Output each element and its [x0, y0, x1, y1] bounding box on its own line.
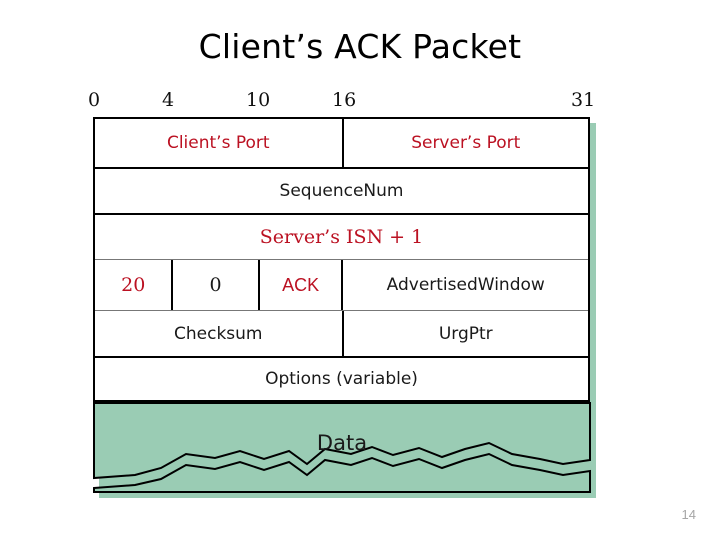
packet-field-server-s-isn-1: Server’s ISN + 1: [259, 226, 424, 248]
bit-ruler-tick-16: 16: [332, 89, 357, 111]
sequencenum-row: SequenceNum: [95, 167, 588, 213]
server-isn-row: Server’s ISN + 1: [95, 213, 588, 259]
packet-data-section: Data: [93, 402, 596, 493]
bit-ruler: 0 4 10 16 31: [84, 88, 604, 114]
bit-ruler-tick-0: 0: [88, 89, 101, 111]
bit-ruler-tick-10: 10: [246, 89, 271, 111]
packet-field-0: 0: [171, 260, 257, 310]
packet-field-advertisedwindow: AdvertisedWindow: [341, 260, 588, 310]
packet-field-checksum: Checksum: [174, 323, 263, 344]
packet-field-ack: ACK: [257, 260, 342, 310]
bit-ruler-tick-31: 31: [571, 89, 596, 111]
bit-ruler-tick-4: 4: [162, 89, 175, 111]
packet-field-options-variable: Options (variable): [265, 369, 418, 389]
packet-field-server-s-port: Server’s Port: [341, 119, 589, 167]
ports-row: Client’s Port Server’s Port: [95, 119, 588, 167]
data-upper-block: [93, 402, 591, 480]
data-label: Data: [317, 431, 367, 455]
packet-field-sequencenum: SequenceNum: [279, 181, 404, 201]
page-number: 14: [681, 507, 696, 522]
packet-field-urgptr: UrgPtr: [341, 311, 589, 356]
data-lower-block: [93, 452, 591, 493]
data-tear-graphic: Data: [93, 402, 596, 493]
page-title: Client’s ACK Packet: [198, 27, 522, 66]
options-row: Options (variable): [95, 356, 588, 400]
packet-field-20: 20: [121, 274, 146, 296]
checksum-row: Checksum UrgPtr: [95, 310, 588, 356]
packet-field-client-s-port: Client’s Port: [166, 133, 270, 153]
